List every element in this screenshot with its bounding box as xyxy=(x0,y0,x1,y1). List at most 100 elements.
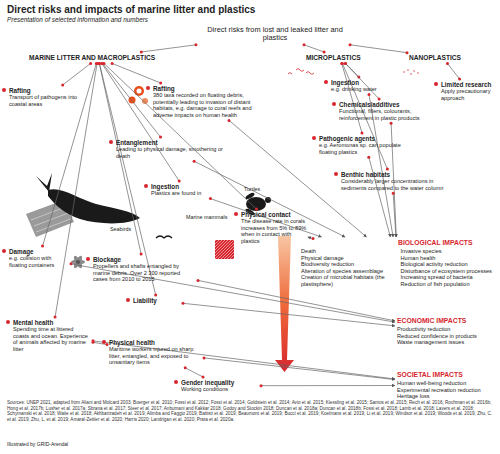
risk-item: Physical contactThe disease rate in cora… xyxy=(240,210,312,245)
risk-item: Damagee.g. collision with floating conta… xyxy=(8,247,70,269)
connector-line xyxy=(350,45,407,53)
connector-dot xyxy=(111,62,114,65)
connector-dot xyxy=(92,339,95,342)
node-text: Experimental recreation reduction xyxy=(397,387,495,394)
node-text: Spending time at littered coasts and oce… xyxy=(13,326,91,352)
connector-line xyxy=(185,368,203,377)
node-text: Increasing spread of bacteria xyxy=(401,274,495,281)
connector-dot xyxy=(193,160,196,163)
node-text: Alteration of species assemblage xyxy=(301,268,395,275)
coral-contact-icon xyxy=(215,240,234,259)
connector-line xyxy=(447,63,459,79)
connector-dot xyxy=(340,62,343,65)
text-label: Turtles xyxy=(244,186,284,192)
risk-item: Liability xyxy=(132,296,182,305)
node-text: Chemicals/additives xyxy=(339,101,442,108)
connector-dot xyxy=(367,156,370,159)
connector-line xyxy=(183,303,395,326)
node-text: MICROPLASTICS xyxy=(306,54,374,61)
node-text: Creation of microbial habitats (the plas… xyxy=(301,274,395,287)
node-text: Gender inequality xyxy=(181,379,259,386)
connector-dot xyxy=(386,168,389,171)
node-text: Invasive species xyxy=(401,248,495,255)
node-text: Blockage xyxy=(93,256,196,263)
node-text: e.g. Aeromonas sp. can populate floating… xyxy=(319,142,412,155)
text-label: Seabirds xyxy=(110,226,150,232)
category-heading: MARINE LITTER AND MACROPLASTICS xyxy=(28,53,168,62)
node-text: Entanglement xyxy=(116,139,224,146)
impact-columns: DeathPhysical damageBiodiversity reducti… xyxy=(301,248,494,288)
risk-item: Benthic habitatsConsiderably larger conc… xyxy=(340,170,445,192)
connector-dot xyxy=(140,253,143,256)
risk-item: Chemicals/additivesFunctional, fillers, … xyxy=(338,100,443,122)
connector-dot xyxy=(203,356,206,359)
connector-dot xyxy=(323,51,326,54)
node-text: Reduced confidence in products xyxy=(397,333,495,340)
connector-dot xyxy=(70,262,73,265)
connector-line xyxy=(104,63,256,209)
connector-line xyxy=(261,385,395,386)
node-text: Working conditions xyxy=(181,386,259,393)
node-text: Biological activity reduction xyxy=(401,261,495,268)
node-text: Waste management issues xyxy=(397,339,495,346)
connector-dot xyxy=(458,78,461,81)
node-text: Transport of pathogens into coastal area… xyxy=(9,94,85,107)
connector-dot xyxy=(312,237,315,240)
node-text: NANOPLASTICS xyxy=(409,54,477,61)
node-text: SOCIETAL IMPACTS xyxy=(397,371,495,379)
node-text: Biodiversity reduction xyxy=(301,261,395,268)
risk-item: Limited researchApply precautionary appr… xyxy=(440,80,498,102)
node-text: Rafting xyxy=(9,87,85,94)
node-text: Death xyxy=(301,248,395,255)
node-text: e.g. drinking water xyxy=(331,86,404,93)
connector-dot xyxy=(367,93,370,96)
connector-dot xyxy=(61,84,64,87)
text-label: Presentation of selected information and… xyxy=(7,16,307,23)
node-text: Considerably larger concentrations in se… xyxy=(341,178,444,191)
risk-item: Ingestione.g. drinking water xyxy=(330,78,405,94)
connector-dot xyxy=(106,343,109,346)
connector-line xyxy=(204,358,395,380)
connector-line xyxy=(342,63,362,133)
connector-line xyxy=(71,264,395,322)
node-text: Limited research xyxy=(441,81,497,88)
category-heading: MICROPLASTICS xyxy=(305,53,375,62)
connector-dot xyxy=(344,62,347,65)
node-text: Leading to physical damage, smothering o… xyxy=(116,146,224,159)
node-text: Mental health xyxy=(13,319,91,326)
impact-box: SOCIETAL IMPACTSHuman well-being reducti… xyxy=(396,370,496,401)
node-text: Damage xyxy=(9,248,69,255)
rafting-icon xyxy=(129,86,149,104)
node-text: Productivity reduction xyxy=(397,326,495,333)
root-box: Direct risks from lost and leaked litter… xyxy=(195,25,355,44)
connector-dot xyxy=(303,43,306,46)
connector-dot xyxy=(178,180,181,183)
impact-box: ECONOMIC IMPACTSProductivity reductionRe… xyxy=(396,316,496,347)
node-text: Human health xyxy=(401,255,495,262)
connector-dot xyxy=(197,279,200,282)
node-text: e.g. collision with floating containers xyxy=(9,255,69,268)
node-text: Apply precautionary approach xyxy=(441,88,497,101)
node-text: Pathogenic agents xyxy=(319,135,412,142)
connector-dot xyxy=(159,82,162,85)
connector-dot xyxy=(406,51,409,54)
risk-item: Pathogenic agentse.g. Aeromonas sp. can … xyxy=(318,134,413,156)
connector-dot xyxy=(360,132,363,135)
node-text: The disease rate in corals increases fro… xyxy=(241,218,311,244)
connector-dot xyxy=(102,62,105,65)
connector-dot xyxy=(446,62,449,65)
node-text: Physical contact xyxy=(241,211,311,218)
connector-line xyxy=(198,280,395,321)
node-text: Direct risks from lost and leaked litter… xyxy=(196,26,354,43)
connector-line xyxy=(93,341,395,379)
impact-arrow xyxy=(275,236,294,372)
connector-dot xyxy=(255,208,258,211)
node-text: Ingestion xyxy=(151,183,219,190)
node-text: Heritage loss xyxy=(397,393,495,400)
connector-line xyxy=(304,45,324,52)
node-text: Functional, fillers, colourants, reinfor… xyxy=(339,108,442,121)
connector-line xyxy=(63,63,91,85)
risk-item: Physical healthMaritime workers injured … xyxy=(108,338,203,367)
node-text: MARINE LITTER AND MACROPLASTICS xyxy=(29,54,167,61)
connector-dot xyxy=(390,122,393,125)
